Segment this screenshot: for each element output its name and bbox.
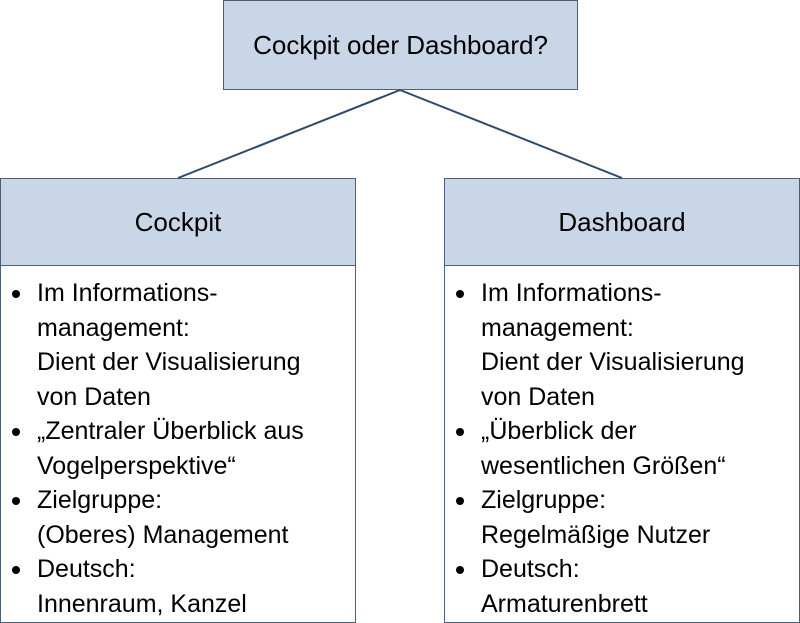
cockpit-bullet-list: Im Informations- management: Dient der V…	[1, 266, 355, 621]
dashboard-details: Im Informations- management: Dient der V…	[444, 265, 800, 623]
bullet-line: Dient der Visualisierung	[37, 348, 301, 376]
bullet-line: Zielgruppe:	[481, 486, 607, 514]
dashboard-bullet-item: „Überblick der wesentlichen Größen“	[445, 414, 799, 483]
root-title: Cockpit oder Dashboard?	[253, 29, 548, 60]
bullet-line: Deutsch:	[481, 555, 580, 583]
bullet-line: Zielgruppe:	[37, 486, 163, 514]
bullet-line: (Oberes) Management	[37, 520, 289, 549]
bullet-line: management:	[481, 313, 634, 342]
connector-left	[177, 89, 401, 179]
bullet-line: Vogelperspektive“	[37, 451, 236, 480]
cockpit-bullet-item: „Zentraler Überblick aus Vogelperspektiv…	[1, 414, 355, 483]
cockpit-bullet-item: Zielgruppe: (Oberes) Management	[1, 483, 355, 552]
bullet-line: Regelmäßige Nutzer	[481, 520, 711, 549]
dashboard-bullet-item: Zielgruppe: Regelmäßige Nutzer	[445, 483, 799, 552]
cockpit-bullet-item: Deutsch: Innenraum, Kanzel	[1, 552, 355, 621]
bullet-line: Deutsch:	[37, 555, 136, 583]
bullet-line: von Daten	[481, 382, 595, 411]
bullet-line: von Daten	[37, 382, 151, 411]
cockpit-title: Cockpit	[134, 206, 222, 237]
dashboard-title: Dashboard	[558, 206, 686, 237]
bullet-line: Armaturenbrett	[481, 589, 648, 618]
dashboard-bullet-list: Im Informations- management: Dient der V…	[445, 266, 799, 621]
connector-right	[399, 89, 623, 179]
root-node: Cockpit oder Dashboard?	[223, 0, 578, 90]
bullet-line: „Zentraler Überblick aus	[37, 417, 304, 445]
bullet-line: management:	[37, 313, 190, 342]
dashboard-bullet-item: Im Informations- management: Dient der V…	[445, 276, 799, 414]
cockpit-details: Im Informations- management: Dient der V…	[0, 265, 356, 623]
dashboard-bullet-item: Deutsch: Armaturenbrett	[445, 552, 799, 621]
bullet-line: Im Informations-	[481, 279, 662, 307]
bullet-line: Dient der Visualisierung	[481, 348, 745, 376]
dashboard-header: Dashboard	[444, 178, 800, 266]
bullet-line: Im Informations-	[37, 279, 218, 307]
bullet-line: wesentlichen Größen“	[481, 451, 726, 480]
bullet-line: „Überblick der	[481, 417, 637, 445]
cockpit-header: Cockpit	[0, 178, 356, 266]
cockpit-bullet-item: Im Informations- management: Dient der V…	[1, 276, 355, 414]
bullet-line: Innenraum, Kanzel	[37, 589, 247, 618]
